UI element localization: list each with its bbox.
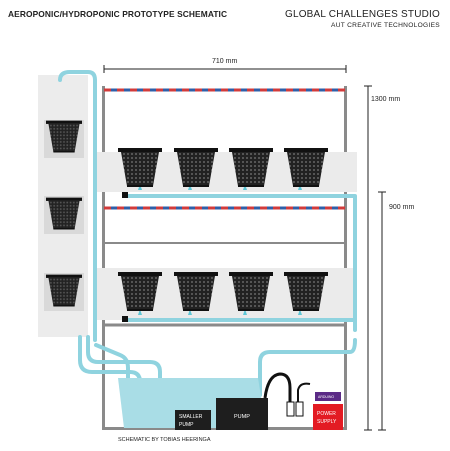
return-pipe-3 xyxy=(94,343,130,402)
pipes xyxy=(58,70,357,402)
power-supply-label-1: POWER xyxy=(317,411,336,417)
upper-dripper-start xyxy=(122,192,128,198)
tower-return-pipe xyxy=(78,335,142,402)
plug-2 xyxy=(295,401,304,417)
drip-l1 xyxy=(138,309,142,315)
diagram-title: AEROPONIC/HYDROPONIC PROTOTYPE SCHEMATIC xyxy=(8,9,228,19)
width-dimension-label: 710 mm xyxy=(212,58,237,65)
pump-power-cord xyxy=(263,372,292,402)
frame-post-right xyxy=(344,86,347,430)
arduino-board xyxy=(315,392,341,401)
arduino-cord xyxy=(297,382,311,402)
smaller-pump-label-2: PUMP xyxy=(179,422,194,428)
drip-u1 xyxy=(138,184,142,190)
drip-l2 xyxy=(188,309,192,315)
power-supply-label-2: SUPPLY xyxy=(317,419,337,425)
equipment: SMALLER PUMP PUMP ARDUINO POWER SUPPLY xyxy=(175,372,343,430)
smaller-pump xyxy=(175,410,211,430)
dimensions xyxy=(103,65,386,431)
upper-irrigation-pipe xyxy=(126,194,357,332)
drip-l3 xyxy=(243,309,247,315)
smaller-pump-label-1: SMALLER xyxy=(179,414,203,420)
drip-l4 xyxy=(298,309,302,315)
drip-u4 xyxy=(298,184,302,190)
height-total-label: 1300 mm xyxy=(371,96,400,103)
lower-dripper-start xyxy=(122,316,128,322)
main-pump-label: PUMP xyxy=(234,414,250,420)
studio-name: GLOBAL CHALLENGES STUDIO xyxy=(284,9,440,20)
power-supply xyxy=(313,404,343,430)
main-pump xyxy=(216,398,268,430)
credit-label: SCHEMATIC BY TOBIAS HEERINGA xyxy=(118,437,211,443)
plug-1 xyxy=(286,401,295,417)
frame-post-left xyxy=(102,86,105,430)
drip-u2 xyxy=(188,184,192,190)
pump-riser-pipe xyxy=(258,338,357,397)
department-name: AUT CREATIVE TECHNOLOGIES xyxy=(331,22,440,29)
drip-u3 xyxy=(243,184,247,190)
height-lower-label: 900 mm xyxy=(389,204,414,211)
arduino-label: ARDUINO xyxy=(318,395,334,399)
return-pipe-2 xyxy=(86,335,162,402)
drippers xyxy=(122,184,302,322)
tower-feed-pipe xyxy=(58,70,97,342)
